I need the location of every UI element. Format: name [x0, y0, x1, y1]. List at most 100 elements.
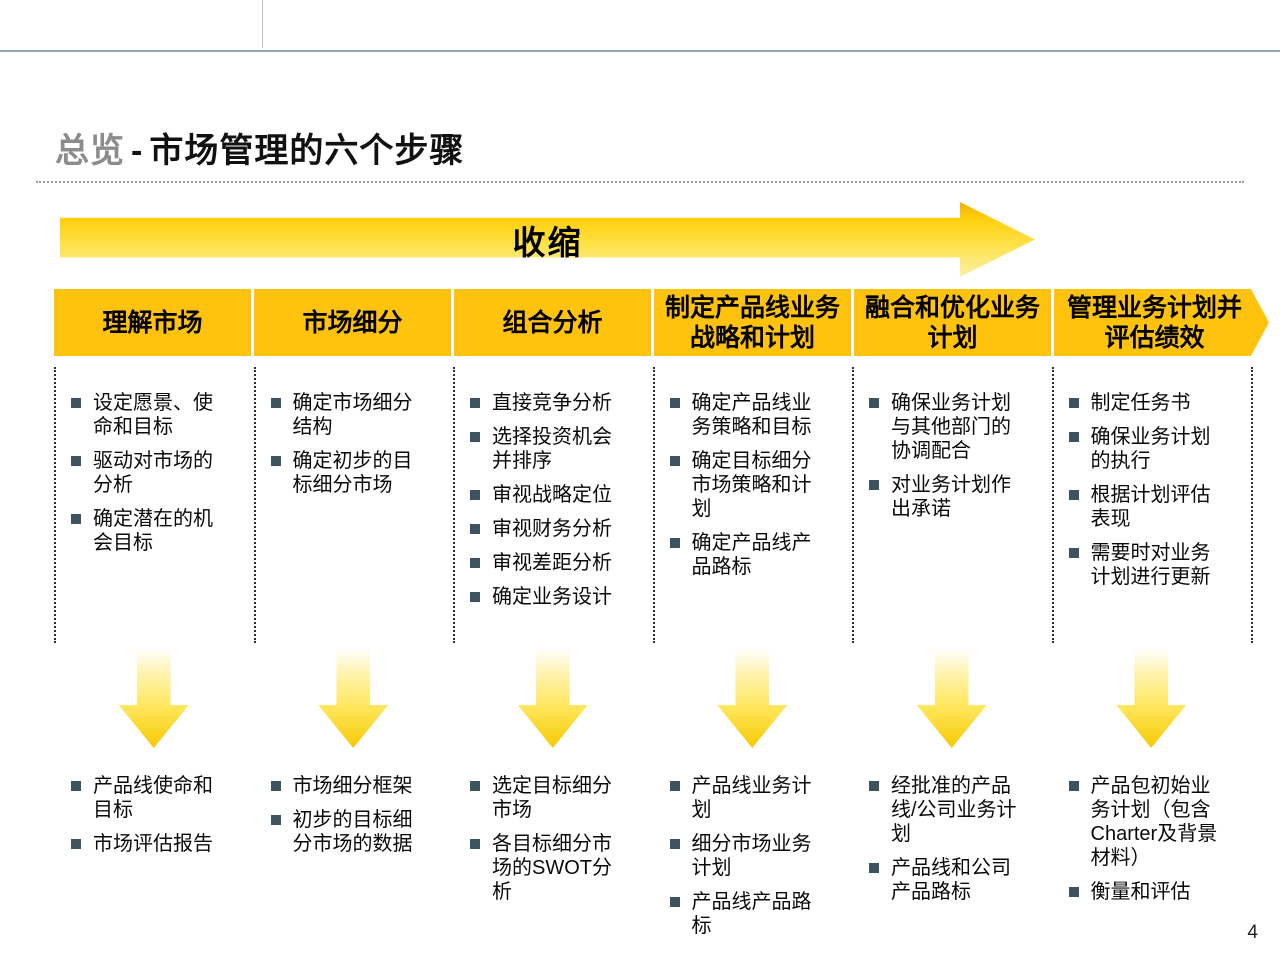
- step-header-3: 组合分析: [454, 289, 651, 356]
- activity-item: 制定任务书: [1068, 391, 1226, 415]
- bullet-square-icon: [270, 781, 281, 791]
- activities-column-2: 确定市场细分结构确定初步的目标细分市场: [253, 367, 454, 643]
- page-number: 4: [1247, 922, 1258, 943]
- title-divider: [36, 181, 1244, 183]
- down-arrow-icon: [717, 648, 788, 748]
- bullet-square-icon: [669, 781, 680, 791]
- bullet-square-icon: [270, 398, 281, 408]
- activity-item: 确定潜在的机会目标: [71, 507, 228, 555]
- bullet-square-icon: [71, 514, 81, 524]
- activity-text: 设定愿景、使命和目标: [93, 392, 213, 438]
- output-item: 产品线产品路标: [669, 890, 827, 938]
- activity-text: 制定任务书: [1090, 392, 1191, 414]
- activity-text: 确定市场细分结构: [292, 392, 413, 438]
- activities-column-3: 直接竞争分析选择投资机会并排序审视战略定位审视财务分析审视差距分析确定业务设计: [453, 367, 653, 643]
- converge-arrow: 收缩: [60, 202, 1035, 277]
- activity-item: 根据计划评估表现: [1068, 483, 1226, 531]
- activity-item: 确定初步的目标细分市场: [270, 449, 428, 497]
- output-item: 市场评估报告: [71, 832, 228, 856]
- activities-column-6: 制定任务书确保业务计划的执行根据计划评估表现需要时对业务计划进行更新: [1051, 367, 1252, 643]
- bullet-square-icon: [869, 863, 879, 873]
- activity-text: 审视财务分析: [492, 518, 612, 540]
- step-header-4: 制定产品线业务战略和计划: [654, 289, 851, 356]
- down-arrow-cell-5: [852, 648, 1052, 748]
- bullet-square-icon: [1068, 887, 1079, 897]
- bullet-square-icon: [669, 456, 680, 466]
- activity-text: 确保业务计划与其他部门的协调配合: [891, 392, 1011, 462]
- activity-text: 选择投资机会并排序: [492, 426, 612, 472]
- title-main: 市场管理的六个步骤: [149, 131, 465, 170]
- activity-text: 确定产品线业务策略和目标: [691, 392, 812, 438]
- bullet-square-icon: [470, 781, 480, 791]
- outputs-list-6: 产品包初始业务计划（包含Charter及背景材料） 衡量和评估: [1068, 774, 1226, 904]
- activity-item: 驱动对市场的分析: [71, 449, 228, 497]
- bullet-square-icon: [1068, 490, 1079, 500]
- activities-list-2: 确定市场细分结构确定初步的目标细分市场: [270, 391, 428, 497]
- output-item: 产品线使命和目标: [71, 774, 228, 822]
- bullet-square-icon: [470, 398, 480, 408]
- bullet-square-icon: [270, 456, 281, 466]
- outputs-list-4: 产品线业务计划细分市场业务计划产品线产品路标: [669, 774, 827, 938]
- activities-column-4: 确定产品线业务策略和目标确定目标细分市场策略和计划确定产品线产品路标: [652, 367, 853, 643]
- bullet-square-icon: [470, 524, 480, 534]
- outputs-list-2: 市场细分框架初步的目标细分市场的数据: [270, 774, 428, 856]
- converge-arrow-label: 收缩: [512, 223, 583, 261]
- output-text: 细分市场业务计划: [691, 833, 812, 879]
- down-arrow-icon: [1116, 648, 1187, 748]
- bullet-square-icon: [470, 558, 480, 568]
- activities-list-3: 直接竞争分析选择投资机会并排序审视战略定位审视财务分析审视差距分析确定业务设计: [470, 391, 627, 609]
- activities-grid: 设定愿景、使命和目标驱动对市场的分析确定潜在的机会目标 确定市场细分结构确定初步…: [54, 367, 1253, 643]
- output-text: 产品包初始业务计划（包含Charter及背景材料）: [1090, 775, 1218, 869]
- down-arrows-row: [54, 648, 1251, 748]
- activity-text: 对业务计划作出承诺: [891, 474, 1011, 520]
- activity-item: 确定目标细分市场策略和计划: [669, 449, 827, 521]
- activity-text: 驱动对市场的分析: [93, 450, 213, 496]
- bullet-square-icon: [470, 432, 480, 442]
- activity-item: 选择投资机会并排序: [470, 425, 627, 473]
- outputs-list-3: 选定目标细分市场各目标细分市场的SWOT分析: [470, 774, 627, 904]
- activity-item: 审视差距分析: [470, 551, 627, 575]
- down-arrow-icon: [517, 648, 588, 748]
- bullet-square-icon: [1068, 398, 1079, 408]
- bullet-square-icon: [669, 839, 680, 849]
- activity-item: 确定产品线产品路标: [669, 531, 827, 579]
- activity-item: 对业务计划作出承诺: [869, 473, 1026, 521]
- bullet-square-icon: [1068, 781, 1079, 791]
- activity-text: 直接竞争分析: [492, 392, 612, 414]
- outputs-column-5: 经批准的产品线/公司业务计划产品线和公司产品路标: [852, 764, 1052, 948]
- activity-item: 审视财务分析: [470, 517, 627, 541]
- activity-text: 确定初步的目标细分市场: [292, 450, 413, 496]
- activity-item: 确定市场细分结构: [270, 391, 428, 439]
- bullet-square-icon: [869, 398, 879, 408]
- activity-item: 确定产品线业务策略和目标: [669, 391, 827, 439]
- output-text: 市场细分框架: [292, 775, 413, 797]
- bullet-square-icon: [71, 839, 81, 849]
- activity-text: 确定业务设计: [492, 586, 612, 608]
- bullet-square-icon: [669, 897, 680, 907]
- activity-text: 确定产品线产品路标: [691, 532, 812, 578]
- activity-item: 直接竞争分析: [470, 391, 627, 415]
- bullet-square-icon: [1068, 548, 1079, 558]
- output-item: 细分市场业务计划: [669, 832, 827, 880]
- outputs-list-1: 产品线使命和目标市场评估报告: [71, 774, 228, 856]
- activity-text: 根据计划评估表现: [1090, 484, 1211, 530]
- bullet-square-icon: [470, 592, 480, 602]
- outputs-column-2: 市场细分框架初步的目标细分市场的数据: [254, 764, 454, 948]
- output-text: 产品线业务计划: [691, 775, 812, 821]
- output-text: 产品线产品路标: [691, 891, 812, 937]
- down-arrow-icon: [118, 648, 189, 748]
- output-item: 各目标细分市场的SWOT分析: [470, 832, 627, 904]
- bullet-square-icon: [71, 781, 81, 791]
- activity-item: 确保业务计划与其他部门的协调配合: [869, 391, 1026, 463]
- activities-list-5: 确保业务计划与其他部门的协调配合对业务计划作出承诺: [869, 391, 1026, 521]
- output-text: 选定目标细分市场: [492, 775, 612, 821]
- output-text: 产品线使命和目标: [93, 775, 213, 821]
- top-rule-line: [0, 50, 1280, 52]
- activity-item: 审视战略定位: [470, 483, 627, 507]
- output-item: 衡量和评估: [1068, 880, 1226, 904]
- bullet-square-icon: [270, 815, 281, 825]
- output-text: 衡量和评估: [1090, 881, 1191, 903]
- top-tick-line: [262, 0, 263, 48]
- outputs-column-1: 产品线使命和目标市场评估报告: [54, 764, 254, 948]
- down-arrow-cell-2: [254, 648, 454, 748]
